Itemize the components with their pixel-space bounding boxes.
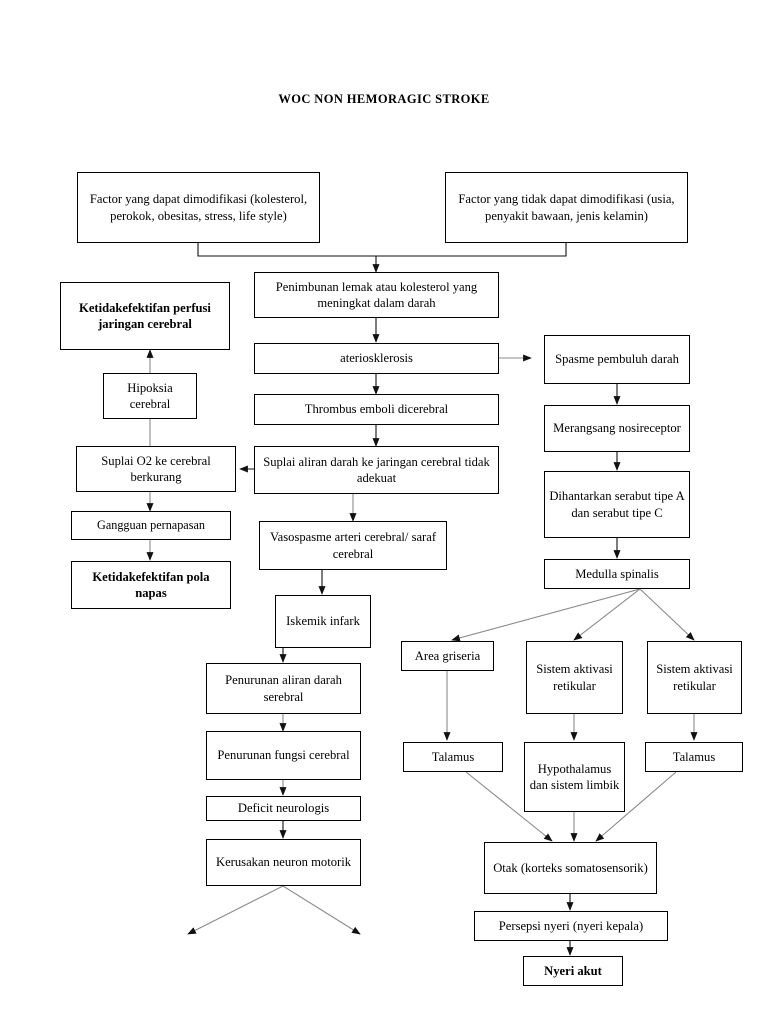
node-ateriosklerosis[interactable]: ateriosklerosis	[254, 343, 499, 374]
node-ketidakefektifan-pola-napas[interactable]: Ketidakefektifan pola napas	[71, 561, 231, 609]
node-gangguan-pernapasan[interactable]: Gangguan pernapasan	[71, 511, 231, 540]
node-persepsi-nyeri[interactable]: Persepsi nyeri (nyeri kepala)	[474, 911, 668, 941]
node-vasospasme[interactable]: Vasospasme arteri cerebral/ saraf cerebr…	[259, 521, 447, 570]
node-otak-korteks[interactable]: Otak (korteks somatosensorik)	[484, 842, 657, 894]
node-nyeri-akut[interactable]: Nyeri akut	[523, 956, 623, 986]
node-sistem-aktivasi-retikular-2[interactable]: Sistem aktivasi retikular	[647, 641, 742, 714]
node-kerusakan-neuron[interactable]: Kerusakan neuron motorik	[206, 839, 361, 886]
node-deficit-neurologis[interactable]: Deficit neurologis	[206, 796, 361, 821]
node-factor-nonmodifiable[interactable]: Factor yang tidak dapat dimodifikasi (us…	[445, 172, 688, 243]
node-hipoksia-cerebral[interactable]: Hipoksia cerebral	[103, 373, 197, 419]
node-merangsang-nosireceptor[interactable]: Merangsang nosireceptor	[544, 405, 690, 452]
node-iskemik[interactable]: Iskemik infark	[275, 595, 371, 648]
node-penurunan-aliran[interactable]: Penurunan aliran darah serebral	[206, 663, 361, 714]
node-medulla-spinalis[interactable]: Medulla spinalis	[544, 559, 690, 589]
node-suplai-aliran[interactable]: Suplai aliran darah ke jaringan cerebral…	[254, 446, 499, 494]
node-penimbunan[interactable]: Penimbunan lemak atau kolesterol yang me…	[254, 272, 499, 318]
node-talamus-1[interactable]: Talamus	[403, 742, 503, 772]
node-dihantarkan-serabut[interactable]: Dihantarkan serabut tipe A dan serabut t…	[544, 471, 690, 538]
node-area-griseria[interactable]: Area griseria	[401, 641, 494, 671]
node-ketidakefektifan-perfusi[interactable]: Ketidakefektifan perfusi jaringan cerebr…	[60, 282, 230, 350]
node-spasme-pembuluh-darah[interactable]: Spasme pembuluh darah	[544, 335, 690, 384]
page-title: WOC NON HEMORAGIC STROKE	[278, 92, 490, 106]
node-talamus-2[interactable]: Talamus	[645, 742, 743, 772]
node-penurunan-fungsi[interactable]: Penurunan fungsi cerebral	[206, 731, 361, 780]
node-factor-modifiable[interactable]: Factor yang dapat dimodifikasi (kolester…	[77, 172, 320, 243]
node-thrombus[interactable]: Thrombus emboli dicerebral	[254, 394, 499, 425]
node-suplai-o2[interactable]: Suplai O2 ke cerebral berkurang	[76, 446, 236, 492]
node-sistem-aktivasi-retikular-1[interactable]: Sistem aktivasi retikular	[526, 641, 623, 714]
node-hypothalamus-limbik[interactable]: Hypothalamus dan sistem limbik	[524, 742, 625, 812]
